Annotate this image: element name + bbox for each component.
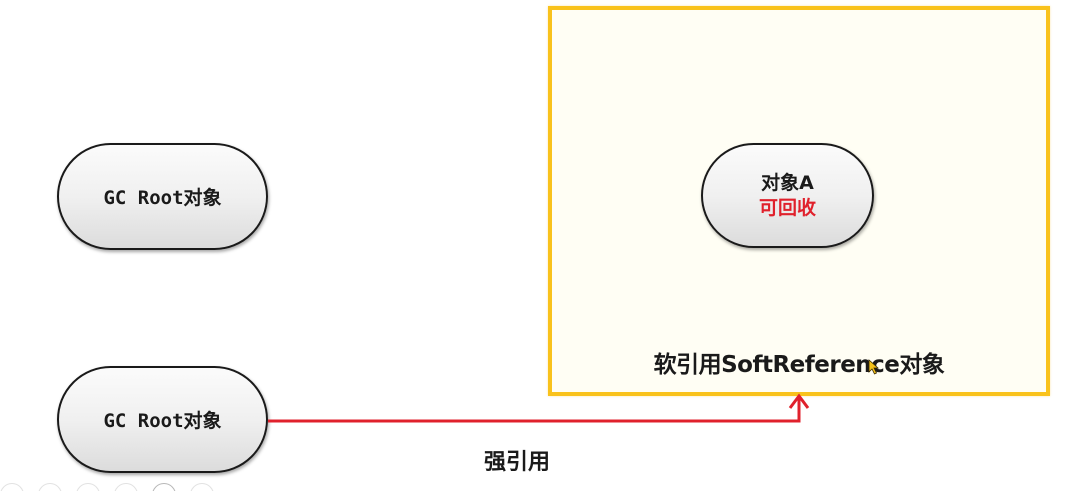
slide-navigation bbox=[0, 483, 214, 491]
slide-nav-button[interactable] bbox=[38, 483, 62, 491]
slide-nav-button[interactable] bbox=[0, 483, 24, 491]
soft-reference-label: 软引用SoftReference对象 bbox=[653, 352, 945, 378]
slide-nav-button[interactable] bbox=[152, 483, 176, 491]
gc-root-node-top: GC Root对象 bbox=[57, 143, 268, 250]
gc-root-bottom-label: GC Root对象 bbox=[103, 410, 222, 432]
slide-nav-button[interactable] bbox=[190, 483, 214, 491]
object-a-node: 对象A 可回收 bbox=[701, 143, 874, 248]
mouse-cursor-icon bbox=[868, 359, 880, 375]
slide-nav-button[interactable] bbox=[76, 483, 100, 491]
strong-reference-label: 强引用 bbox=[484, 450, 551, 475]
gc-root-node-bottom: GC Root对象 bbox=[57, 366, 268, 473]
object-a-label: 对象A bbox=[761, 171, 814, 194]
gc-root-top-label: GC Root对象 bbox=[103, 187, 222, 209]
slide-nav-button[interactable] bbox=[114, 483, 138, 491]
object-a-status: 可回收 bbox=[758, 196, 816, 219]
